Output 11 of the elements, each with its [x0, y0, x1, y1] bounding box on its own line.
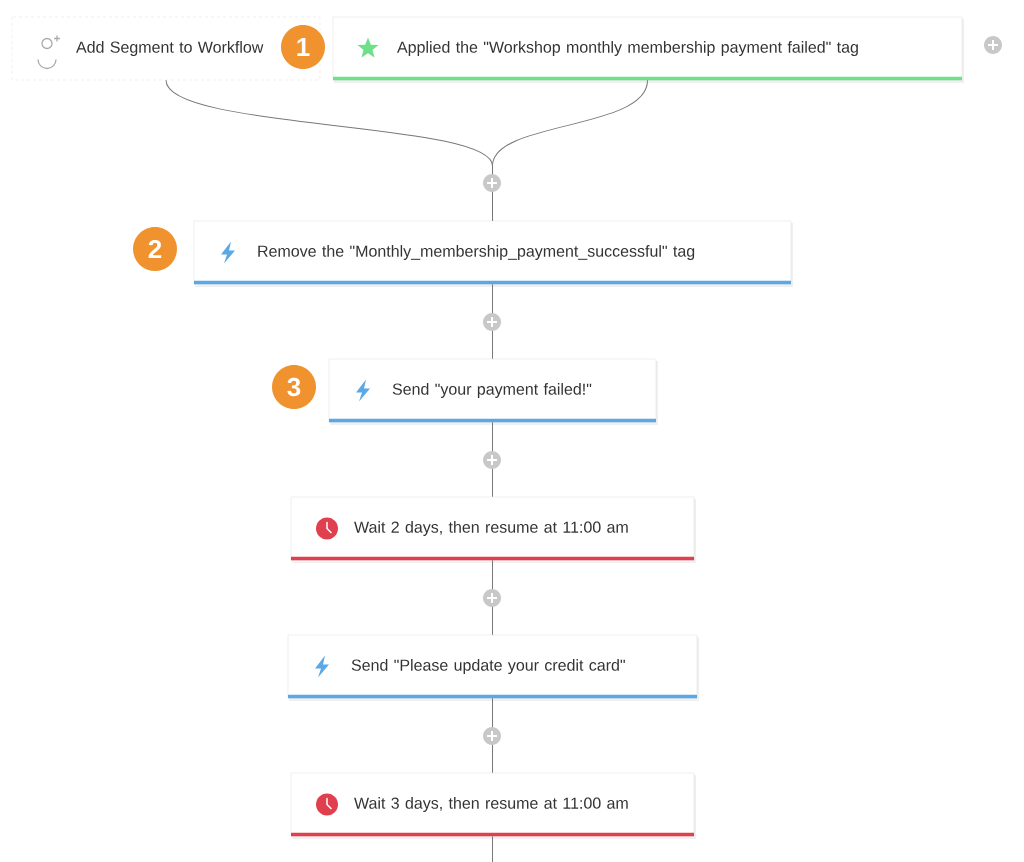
- step-box: Wait 2 days, then resume at 11:00 am: [290, 496, 696, 563]
- step-box: Wait 3 days, then resume at 11:00 am: [290, 772, 696, 839]
- callout-number: 2: [133, 227, 177, 271]
- step-box: Applied the "Workshop monthly membership payment failed" tag: [332, 16, 964, 83]
- callout-number: 1: [281, 25, 325, 69]
- step-box: Send "Please update your credit card": [287, 634, 699, 701]
- step-box: Remove the "Monthly_membership_payment_successful" tag: [193, 220, 793, 287]
- callout-number: 3: [272, 365, 316, 409]
- connector-line: [492, 79, 648, 222]
- connector-line: [492, 835, 493, 862]
- step-box: Send "your payment failed!": [328, 358, 658, 425]
